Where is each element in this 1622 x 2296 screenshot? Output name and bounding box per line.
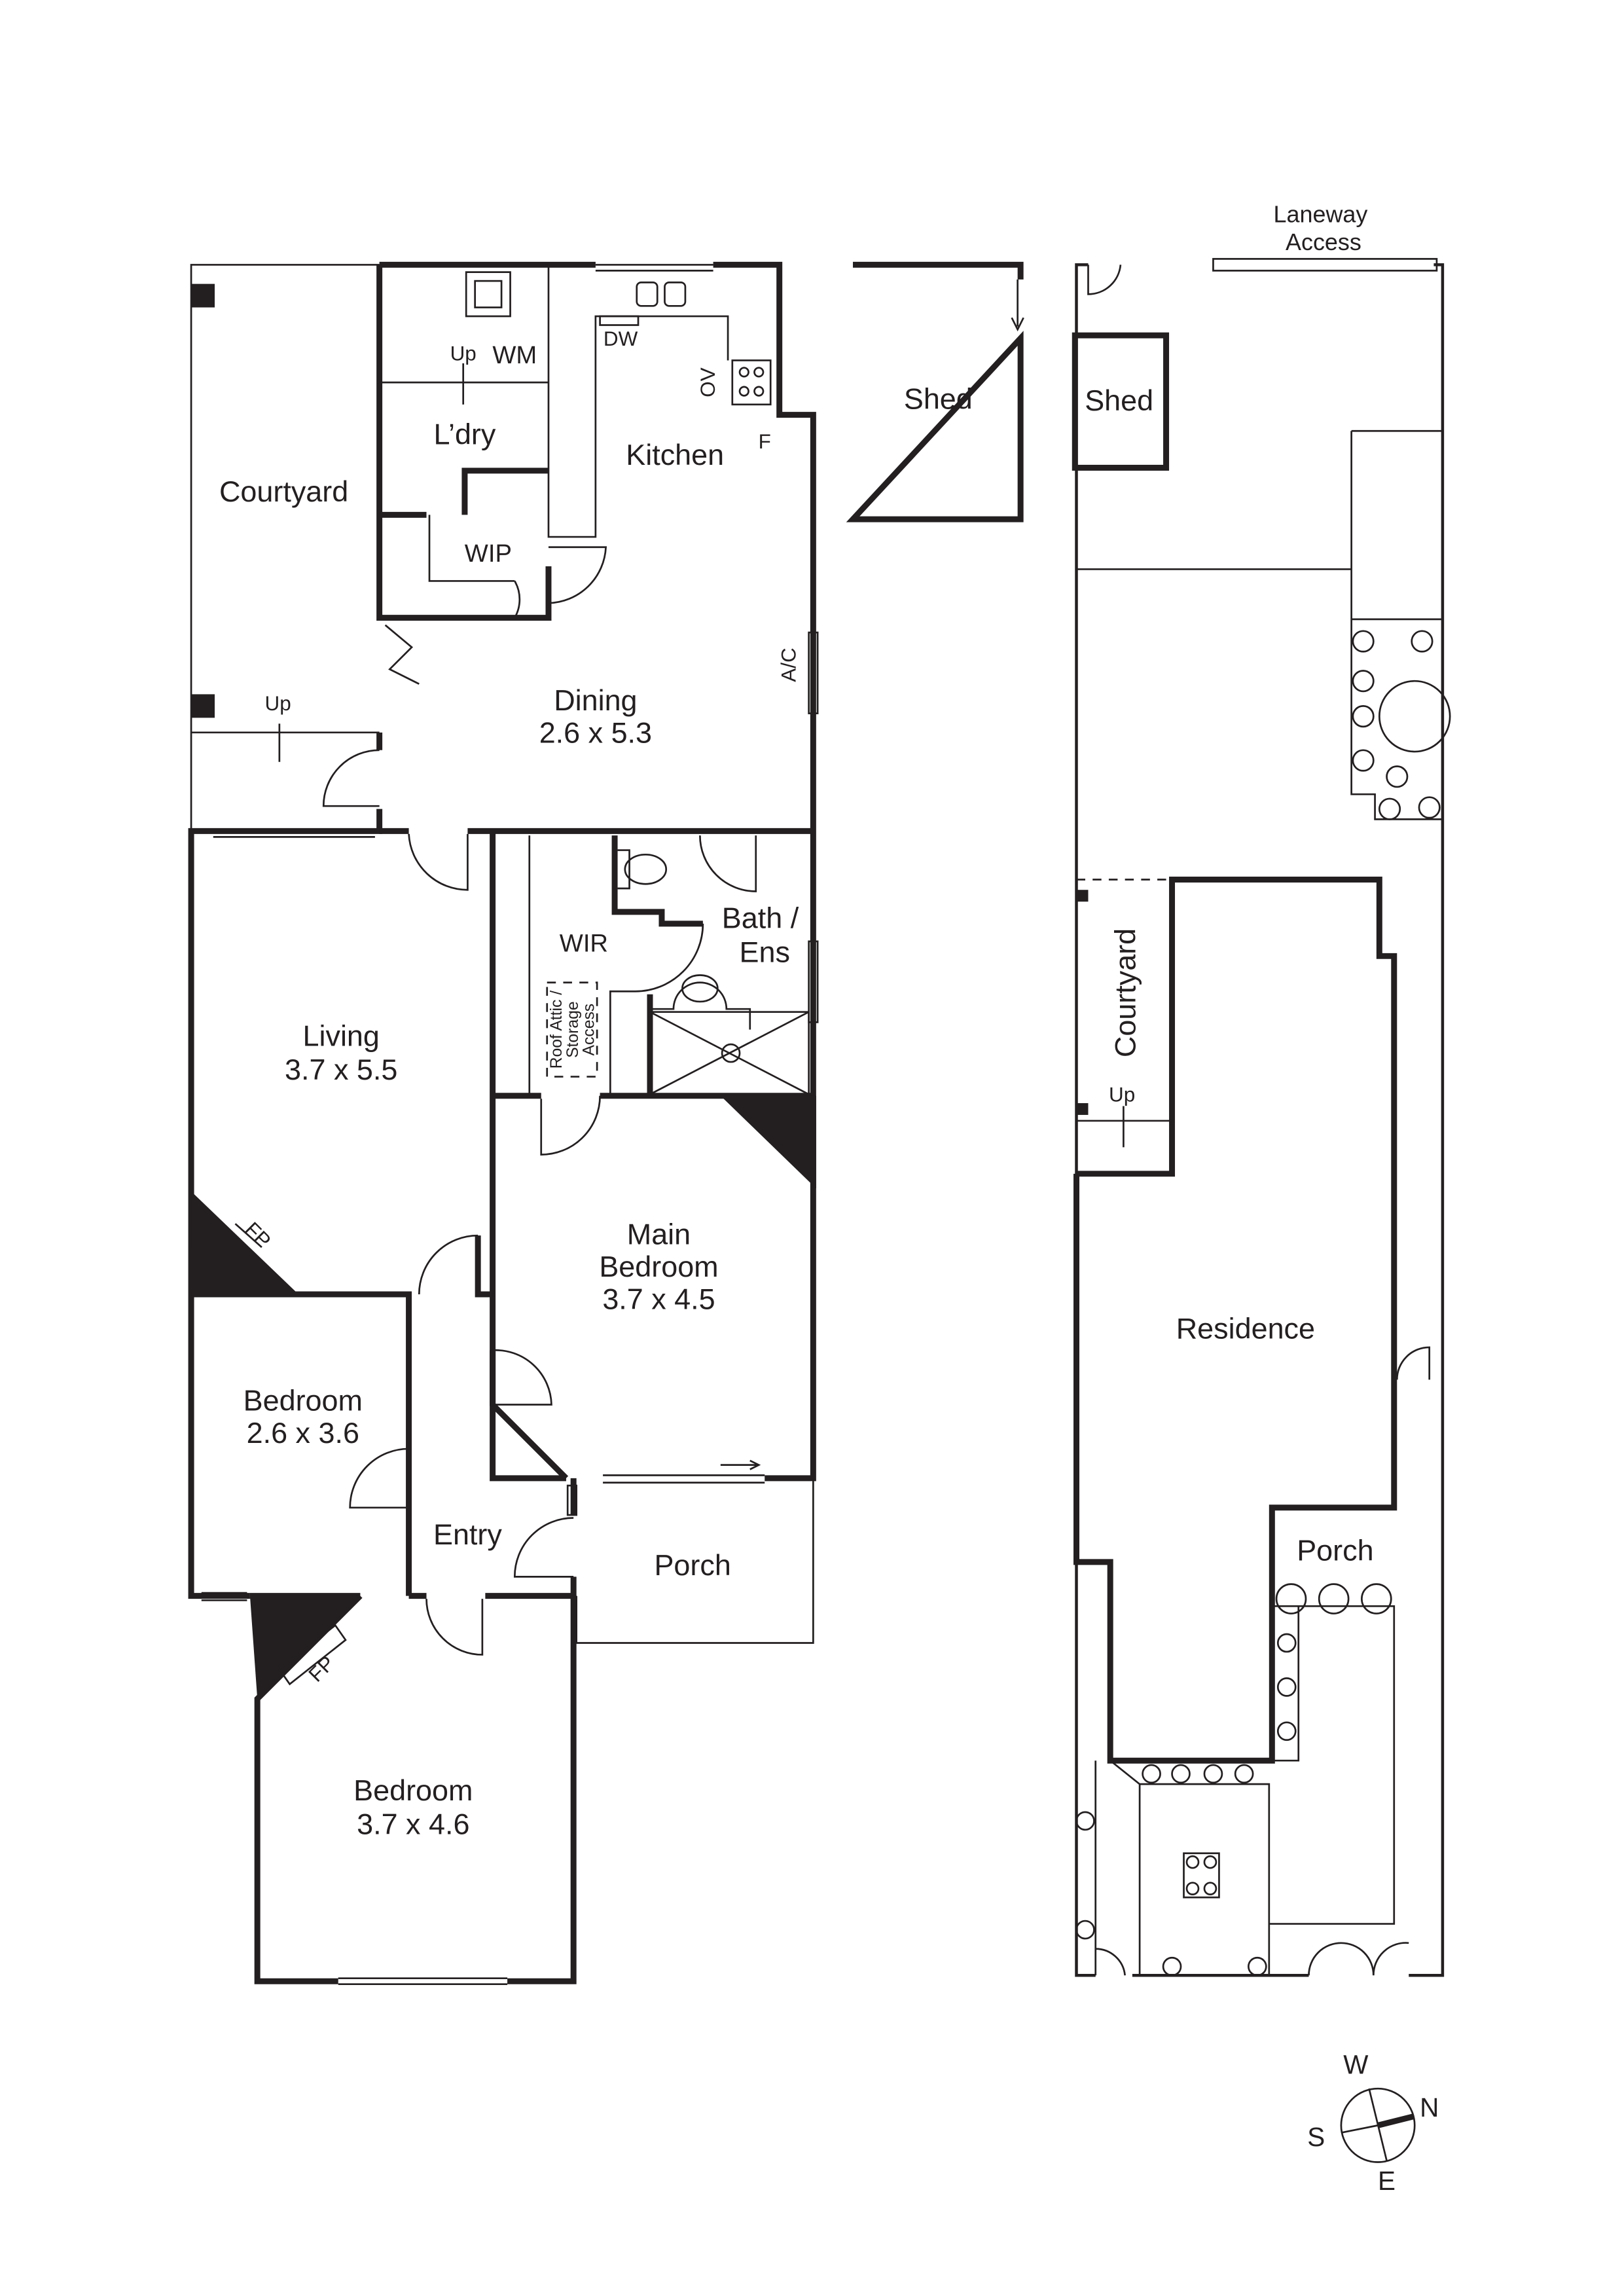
room-size-bedroom-3: 3.7 x 4.6 xyxy=(357,1808,469,1841)
site-porch-label: Porch xyxy=(1297,1534,1373,1567)
room-label-main-bedroom: Main xyxy=(627,1218,691,1251)
compass-south: S xyxy=(1307,2122,1325,2152)
room-label-porch: Porch xyxy=(654,1548,730,1582)
room-label-wir: WIR xyxy=(560,930,608,958)
room-label-ensuite: Ens xyxy=(740,935,790,968)
room-label-main-bedroom-2: Bedroom xyxy=(599,1250,718,1283)
room-size-main-bedroom: 3.7 x 4.5 xyxy=(602,1283,715,1316)
room-label-shed: Shed xyxy=(904,382,973,416)
garden-shrubs xyxy=(1075,630,1451,1977)
residence-label: Residence xyxy=(1176,1311,1315,1345)
room-label-bedroom-2: Bedroom xyxy=(243,1384,363,1417)
washing-machine-label: WM xyxy=(492,341,537,369)
air-conditioner-label: A/C xyxy=(777,647,800,682)
site-plan: Laneway Access Shed Courtyard Up Residen… xyxy=(1072,200,1451,1977)
site-shed-label: Shed xyxy=(1085,384,1153,417)
room-label-courtyard: Courtyard xyxy=(219,475,348,508)
laneway-access-label: Laneway xyxy=(1274,200,1368,227)
room-label-bedroom-3: Bedroom xyxy=(353,1774,473,1807)
oven-label: OV xyxy=(696,367,719,397)
ground-floor-plan: Courtyard Up WM L’dry Kitchen DW OV F WI… xyxy=(188,261,1024,1986)
room-label-bath: Bath / xyxy=(722,902,799,935)
compass-west: W xyxy=(1343,2050,1369,2080)
laneway-access-label-2: Access xyxy=(1286,228,1361,255)
stairs-up-label: Up xyxy=(450,342,477,365)
room-label-living: Living xyxy=(303,1019,380,1052)
room-size-dining: 2.6 x 5.3 xyxy=(539,716,652,750)
dishwasher-label: DW xyxy=(604,327,638,350)
attic-access-label: Roof Attic / Storage Access xyxy=(548,991,598,1069)
room-label-entry: Entry xyxy=(433,1518,502,1551)
stairs-up-label: Up xyxy=(265,692,291,715)
room-size-bedroom-2: 2.6 x 3.6 xyxy=(247,1416,359,1449)
compass-rose-icon: W N S E xyxy=(1307,2050,1439,2196)
attic-line-3: Access xyxy=(581,1004,598,1056)
fridge-label: F xyxy=(759,430,771,453)
room-label-laundry: L’dry xyxy=(433,418,496,451)
compass-east: E xyxy=(1378,2166,1396,2196)
attic-line-1: Roof Attic / xyxy=(548,991,566,1069)
room-size-living: 3.7 x 5.5 xyxy=(285,1053,397,1086)
site-courtyard-label: Courtyard xyxy=(1108,928,1142,1057)
room-label-dining: Dining xyxy=(554,683,637,717)
room-label-kitchen: Kitchen xyxy=(626,438,724,471)
site-up-label: Up xyxy=(1109,1084,1135,1106)
fireplace-label: FP xyxy=(304,1652,339,1686)
attic-line-2: Storage xyxy=(564,1001,582,1058)
compass-north: N xyxy=(1420,2092,1439,2123)
room-label-wip: WIP xyxy=(465,539,512,568)
